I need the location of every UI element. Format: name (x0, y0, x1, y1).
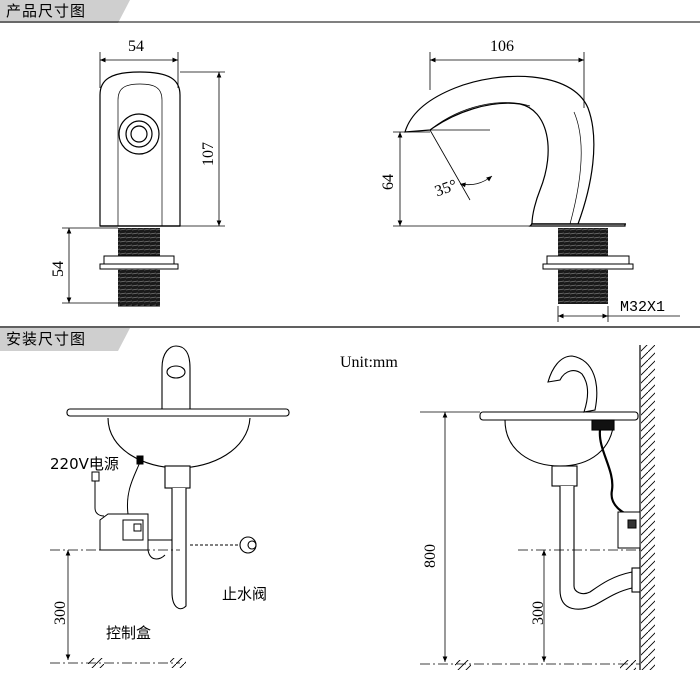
product-dimensions-title: 产品尺寸图 (6, 2, 87, 20)
left-install-height-label: 300 (52, 601, 69, 625)
install-right-basin (479, 355, 641, 610)
right-total-height-label: 800 (422, 544, 439, 568)
spout-height-label: 64 (380, 174, 397, 190)
front-mount-nut (99, 228, 179, 307)
front-height-dimension (180, 71, 225, 227)
product-dimensions-header: 产品尺寸图 (0, 0, 130, 23)
install-right-dimensions (420, 411, 640, 670)
front-width-dimension (99, 52, 179, 88)
thread-spec-label: M32X1 (620, 299, 666, 316)
install-left-basin (66, 345, 290, 610)
faucet-front-view (99, 71, 181, 227)
front-height-label: 107 (200, 142, 217, 166)
power-label: 220V电源 (50, 455, 119, 473)
thread-length-label: 54 (50, 261, 67, 277)
install-dimensions-title: 安装尺寸图 (6, 330, 87, 348)
install-dimensions-header: 安装尺寸图 (0, 328, 130, 351)
faucet-side-view (404, 75, 626, 227)
spout-height-dimension (393, 131, 530, 227)
right-install-height-label: 300 (530, 601, 547, 625)
spout-reach-label: 106 (490, 38, 514, 55)
spout-angle-dimension (429, 129, 493, 201)
install-left-dimensions (50, 549, 186, 668)
install-right-sensor-box (598, 429, 641, 549)
front-width-label: 54 (128, 38, 144, 55)
install-right-wall (639, 345, 655, 670)
install-left-control-box (99, 513, 172, 560)
install-left-wiring (91, 455, 144, 517)
thread-length-dimension (62, 227, 118, 304)
control-box-label: 控制盒 (106, 624, 152, 642)
valve-label: 止水阀 (222, 585, 268, 603)
thread-spec-dimension (557, 306, 680, 322)
side-mount-nut (542, 228, 634, 304)
unit-label: Unit:mm (340, 354, 398, 371)
spout-reach-dimension (429, 52, 585, 108)
